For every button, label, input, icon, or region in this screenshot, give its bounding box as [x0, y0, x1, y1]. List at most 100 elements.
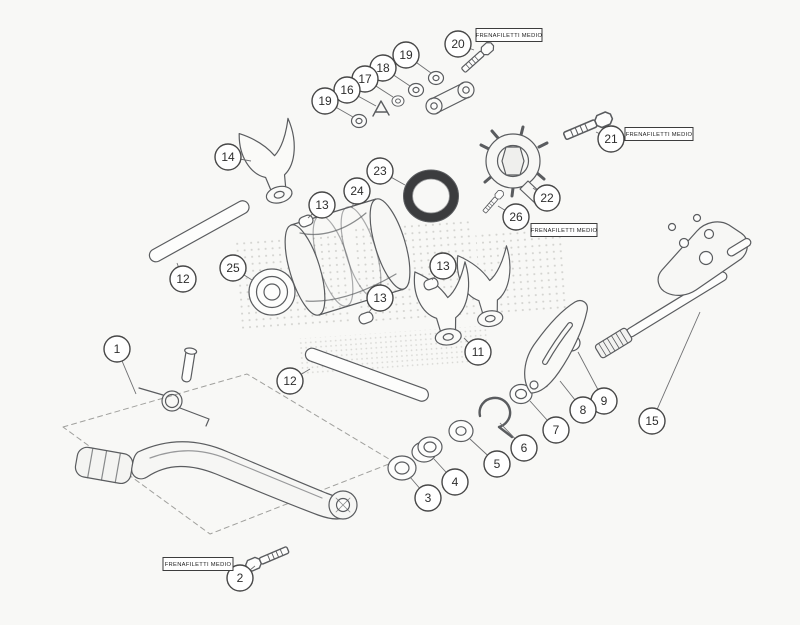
note-box — [624, 127, 694, 141]
callout-13[interactable]: 13 — [429, 252, 457, 280]
callout-11[interactable]: 11 — [464, 338, 492, 366]
part-link-arm — [425, 81, 475, 115]
callout-circle[interactable] — [533, 184, 561, 212]
callout-circle[interactable] — [169, 265, 197, 293]
callout-8[interactable]: 8 — [569, 396, 597, 424]
note-label: FRENAFILETTI MEDIO — [475, 28, 543, 42]
callout-number: 5 — [494, 457, 501, 471]
callout-circle[interactable] — [219, 254, 247, 282]
callout-14[interactable]: 14 — [214, 143, 242, 171]
callout-number: 13 — [315, 198, 329, 212]
callout-number: 22 — [540, 191, 554, 205]
callout-number: 13 — [373, 291, 387, 305]
callout-circle[interactable] — [502, 203, 530, 231]
callout-circle[interactable] — [464, 338, 492, 366]
callout-20[interactable]: 20 — [444, 30, 472, 58]
callout-12[interactable]: 12 — [276, 367, 304, 395]
callout-number: 19 — [399, 48, 413, 62]
callout-26[interactable]: 26 — [502, 203, 530, 231]
callout-7[interactable]: 7 — [542, 416, 570, 444]
part-fork-shaft-lower — [304, 347, 429, 402]
callout-circle[interactable] — [542, 416, 570, 444]
callout-22[interactable]: 22 — [533, 184, 561, 212]
callout-number: 11 — [472, 345, 485, 359]
callout-9[interactable]: 9 — [590, 387, 618, 415]
callout-number: 25 — [226, 261, 240, 275]
callout-circle[interactable] — [569, 396, 597, 424]
callout-3[interactable]: 3 — [414, 484, 442, 512]
callout-number: 23 — [373, 164, 387, 178]
part-torsion-spring — [138, 387, 210, 427]
callout-23[interactable]: 23 — [366, 157, 394, 185]
part-gearshift-shaft — [594, 213, 752, 359]
callout-16[interactable]: 16 — [333, 76, 361, 104]
callout-5[interactable]: 5 — [483, 450, 511, 478]
callout-circle[interactable] — [366, 284, 394, 312]
callout-21[interactable]: 21 — [597, 125, 625, 153]
callout-number: 8 — [580, 403, 587, 417]
callout-number: 3 — [425, 491, 432, 505]
callout-19[interactable]: 19 — [392, 41, 420, 69]
callout-number: 9 — [601, 394, 608, 408]
part-bearing — [248, 268, 296, 316]
callout-circle[interactable] — [483, 450, 511, 478]
callout-number: 14 — [221, 150, 235, 164]
callout-15[interactable]: 15 — [638, 407, 666, 435]
callout-13[interactable]: 13 — [366, 284, 394, 312]
callout-circle[interactable] — [510, 434, 538, 462]
callout-circle[interactable] — [414, 484, 442, 512]
part-selector-hub — [479, 125, 549, 206]
callout-number: 18 — [376, 61, 390, 75]
part-pedal-arm — [131, 441, 349, 520]
callout-6[interactable]: 6 — [510, 434, 538, 462]
callout-25[interactable]: 25 — [219, 254, 247, 282]
callout-circle[interactable] — [333, 76, 361, 104]
callout-circle[interactable] — [103, 335, 131, 363]
callout-number: 21 — [604, 132, 618, 146]
callout-circle[interactable] — [214, 143, 242, 171]
part-shift-fork-14 — [235, 117, 309, 210]
callout-circle[interactable] — [429, 252, 457, 280]
callout-circle[interactable] — [392, 41, 420, 69]
callout-circle[interactable] — [597, 125, 625, 153]
callout-number: 19 — [318, 94, 332, 108]
callout-circle[interactable] — [311, 87, 339, 115]
callout-number: 15 — [645, 414, 659, 428]
callout-number: 13 — [436, 259, 450, 273]
callout-circle[interactable] — [276, 367, 304, 395]
note-box — [475, 28, 543, 42]
callout-circle[interactable] — [343, 177, 371, 205]
callout-1[interactable]: 1 — [103, 335, 131, 363]
note-text: FRENAFILETTI MEDIO — [626, 132, 693, 138]
callout-4[interactable]: 4 — [441, 468, 469, 496]
note-box — [162, 557, 234, 571]
part-shaft-end-plate — [657, 213, 752, 296]
part-foot-peg — [74, 446, 134, 485]
part-washer-stack — [387, 383, 533, 481]
callout-number: 1 — [114, 342, 121, 356]
part-washers-top — [350, 70, 475, 129]
part-gear-drum — [251, 198, 411, 316]
callout-circle[interactable] — [444, 30, 472, 58]
callout-number: 17 — [358, 72, 372, 86]
callout-13[interactable]: 13 — [308, 191, 336, 219]
callout-circle[interactable] — [366, 157, 394, 185]
part-gearshift-pedal — [74, 347, 358, 520]
note-text: FRENAFILETTI MEDIO — [531, 228, 598, 234]
callout-circle[interactable] — [226, 564, 254, 592]
callout-circle[interactable] — [638, 407, 666, 435]
callout-12[interactable]: 12 — [169, 265, 197, 293]
callout-circle[interactable] — [441, 468, 469, 496]
callout-circle[interactable] — [308, 191, 336, 219]
part-snap-ring-6 — [478, 396, 514, 439]
note-box — [530, 223, 598, 237]
part-seal-ring — [403, 169, 459, 223]
callout-2[interactable]: 2 — [226, 564, 254, 592]
callout-24[interactable]: 24 — [343, 177, 371, 205]
note-label: FRENAFILETTI MEDIO — [530, 223, 598, 237]
callout-number: 6 — [521, 441, 528, 455]
callout-19[interactable]: 19 — [311, 87, 339, 115]
